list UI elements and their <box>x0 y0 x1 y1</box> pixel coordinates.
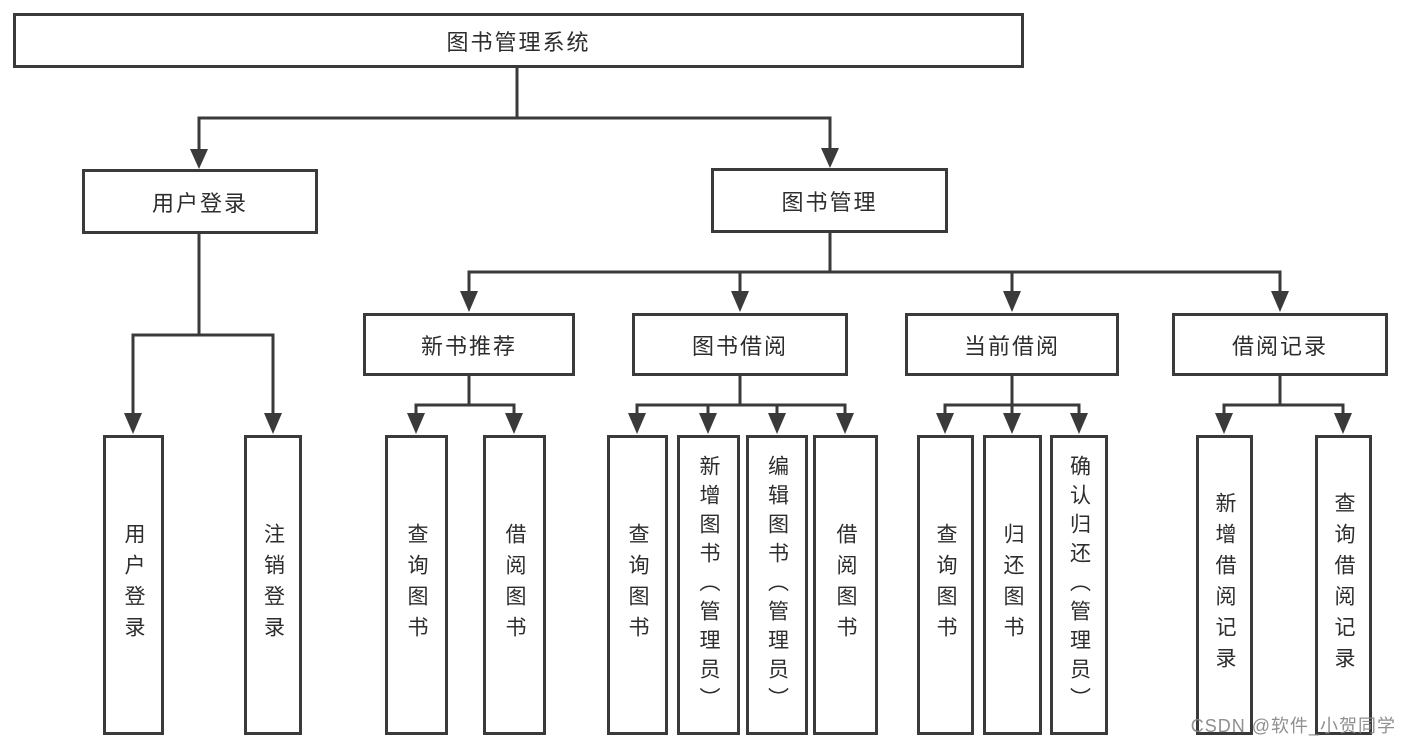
node-leaf-user-login: 用户登录 <box>103 435 164 735</box>
node-book-mgmt: 图书管理 <box>711 168 948 233</box>
node-leaf-cb-return-books: 归还图书 <box>983 435 1042 735</box>
node-leaf-nbr-borrow-books: 借阅图书 <box>483 435 546 735</box>
connectors-borrow-record-subtree <box>1215 375 1352 434</box>
node-leaf-cb-query-books: 查询图书 <box>917 435 974 735</box>
node-leaf-bb-borrow-books: 借阅图书 <box>813 435 878 735</box>
node-book-borrow: 图书借阅 <box>632 313 848 376</box>
connectors-root-to-level2 <box>190 67 839 169</box>
node-new-book-rec: 新书推荐 <box>363 313 575 376</box>
node-leaf-logout: 注销登录 <box>244 435 302 735</box>
node-current-borrow: 当前借阅 <box>905 313 1119 376</box>
csdn-watermark: CSDN @软件_小贺同学 <box>1190 716 1396 736</box>
node-leaf-nbr-query-books: 查询图书 <box>385 435 448 735</box>
connectors-new-book-rec-subtree <box>407 375 523 434</box>
node-leaf-br-query-record: 查询借阅记录 <box>1315 435 1372 735</box>
node-leaf-cb-confirm-return-admin: 确认归还（管理员） <box>1050 435 1108 735</box>
connectors-book-borrow-subtree <box>628 375 854 434</box>
node-user-login: 用户登录 <box>82 169 318 234</box>
node-root: 图书管理系统 <box>13 13 1024 68</box>
node-leaf-bb-add-books-admin: 新增图书（管理员） <box>677 435 740 735</box>
connectors-user-login-subtree <box>124 234 282 434</box>
connectors-book-mgmt-to-level3 <box>460 233 1289 312</box>
node-leaf-br-add-record: 新增借阅记录 <box>1196 435 1253 735</box>
node-leaf-bb-edit-books-admin: 编辑图书（管理员） <box>746 435 808 735</box>
node-borrow-record: 借阅记录 <box>1172 313 1388 376</box>
connectors-current-borrow-subtree <box>936 375 1088 434</box>
node-leaf-bb-query-books: 查询图书 <box>607 435 668 735</box>
